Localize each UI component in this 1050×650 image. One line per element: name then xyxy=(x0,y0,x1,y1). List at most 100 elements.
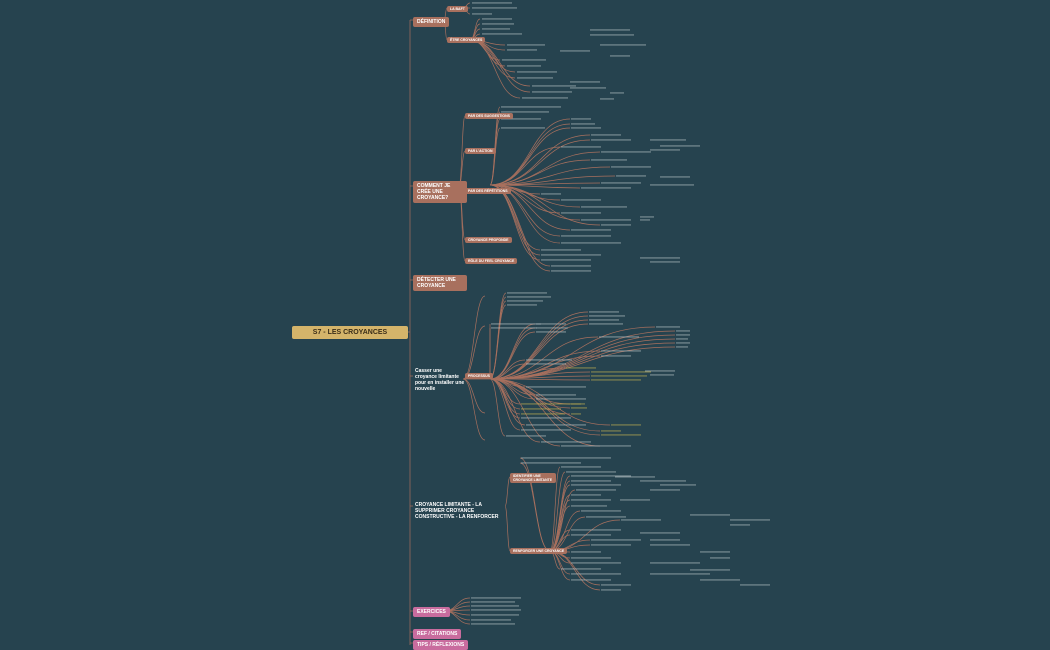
detail-text xyxy=(541,259,591,261)
detail-text xyxy=(507,296,551,298)
detail-text xyxy=(690,569,730,571)
detail-text xyxy=(710,557,730,559)
detail-text xyxy=(571,413,581,415)
sub-identifier[interactable]: IDENTIFIER UNE CROYANCE LIMITANTE xyxy=(510,473,556,483)
detail-text xyxy=(660,176,690,178)
detail-text xyxy=(640,219,650,221)
detail-text xyxy=(566,367,596,369)
detail-text xyxy=(591,539,641,541)
connector xyxy=(489,331,536,380)
connector xyxy=(489,146,561,186)
detail-text xyxy=(640,216,654,218)
detail-text xyxy=(621,519,661,521)
connector xyxy=(489,118,571,186)
detail-text xyxy=(586,516,626,518)
detail-text xyxy=(591,134,621,136)
branch-definition[interactable]: DÉFINITION xyxy=(413,17,450,27)
detail-text xyxy=(471,597,521,599)
detail-text xyxy=(571,562,621,564)
detail-text xyxy=(571,579,611,581)
sub-role-feel[interactable]: RÔLE DU FEEL CROYANCE xyxy=(465,258,518,264)
sub-etre-croyances[interactable]: ÊTRE CROYANCES xyxy=(447,37,486,43)
detail-text-lines xyxy=(471,2,770,625)
detail-text xyxy=(700,579,740,581)
connector xyxy=(489,304,507,380)
detail-text xyxy=(676,338,688,340)
branch-tips[interactable]: TIPS / RÉFLEXIONS xyxy=(413,640,469,650)
branch-comment-creer[interactable]: COMMENT JE CRÉE UNE CROYANCE? xyxy=(413,181,467,203)
detail-text xyxy=(589,311,619,313)
detail-text xyxy=(551,270,591,272)
branch-casser[interactable]: Casser une croyance limitante pour en in… xyxy=(415,368,465,392)
detail-text xyxy=(536,331,566,333)
detail-text xyxy=(601,350,641,352)
detail-text xyxy=(522,97,568,99)
detail-text xyxy=(700,551,730,553)
detail-text xyxy=(650,489,680,491)
sub-renforcer[interactable]: RENFORCER UNE CROYANCE xyxy=(510,548,568,554)
detail-text xyxy=(601,445,631,447)
detail-text xyxy=(541,193,561,195)
detail-text xyxy=(589,323,623,325)
detail-text xyxy=(581,206,627,208)
detail-text xyxy=(472,2,512,4)
detail-text xyxy=(571,229,611,231)
detail-text xyxy=(571,480,611,482)
connector xyxy=(489,139,591,186)
branch-detecter[interactable]: DÉTECTER UNE CROYANCE xyxy=(413,275,467,291)
detail-text xyxy=(571,534,611,536)
detail-text xyxy=(551,265,591,267)
connector xyxy=(469,39,531,87)
root-node[interactable]: S7 - LES CROYANCES xyxy=(292,326,408,339)
detail-text xyxy=(650,544,690,546)
detail-text xyxy=(640,532,680,534)
connector xyxy=(489,378,601,447)
branch-exercices[interactable]: EXERCICES xyxy=(413,607,450,617)
detail-text xyxy=(501,106,561,108)
sub-la-baft[interactable]: LA BAFT xyxy=(447,6,468,12)
sub-repetitions[interactable]: PAR DES RÉPÉTITIONS xyxy=(465,188,511,194)
sub-action[interactable]: PAR L'ACTION xyxy=(465,148,496,154)
sub-processus[interactable]: PROCESSUS xyxy=(465,373,493,379)
detail-text xyxy=(601,584,631,586)
connector xyxy=(489,134,591,186)
connector xyxy=(489,127,571,186)
detail-text xyxy=(536,394,576,396)
detail-text xyxy=(676,330,690,332)
detail-text xyxy=(541,254,601,256)
detail-text xyxy=(541,249,581,251)
detail-text xyxy=(536,398,586,400)
detail-text xyxy=(536,323,566,325)
sub-croyance-profonde[interactable]: CROYANCE PROFONDE xyxy=(465,237,512,243)
connector xyxy=(462,378,486,441)
connector xyxy=(489,378,541,443)
connector xyxy=(489,315,589,380)
detail-text xyxy=(507,300,543,302)
detail-text xyxy=(730,524,750,526)
sub-suggestions[interactable]: PAR DES SUGGESTIONS xyxy=(465,113,513,119)
detail-text xyxy=(571,505,607,507)
detail-text xyxy=(590,29,630,31)
detail-text xyxy=(566,471,616,473)
connector xyxy=(549,550,571,581)
detail-text xyxy=(526,359,572,361)
detail-text xyxy=(521,413,565,415)
detail-text xyxy=(482,18,512,20)
detail-text xyxy=(610,92,624,94)
connector xyxy=(489,123,571,186)
detail-text xyxy=(471,601,515,603)
detail-text xyxy=(521,462,581,464)
detail-text xyxy=(526,386,586,388)
connector xyxy=(519,457,551,552)
detail-text xyxy=(601,430,621,432)
connector xyxy=(489,326,656,380)
branch-croyance-limitante[interactable]: CROYANCE LIMITANTE - LA SUPPRIMER CROYAN… xyxy=(415,502,499,520)
connector xyxy=(489,378,521,431)
detail-text xyxy=(581,510,621,512)
detail-text xyxy=(501,118,541,120)
detail-text xyxy=(471,605,519,607)
detail-text xyxy=(601,434,641,436)
connector xyxy=(489,311,589,380)
detail-text xyxy=(591,379,641,381)
branch-ref-citations[interactable]: REF / CITATIONS xyxy=(413,629,462,639)
